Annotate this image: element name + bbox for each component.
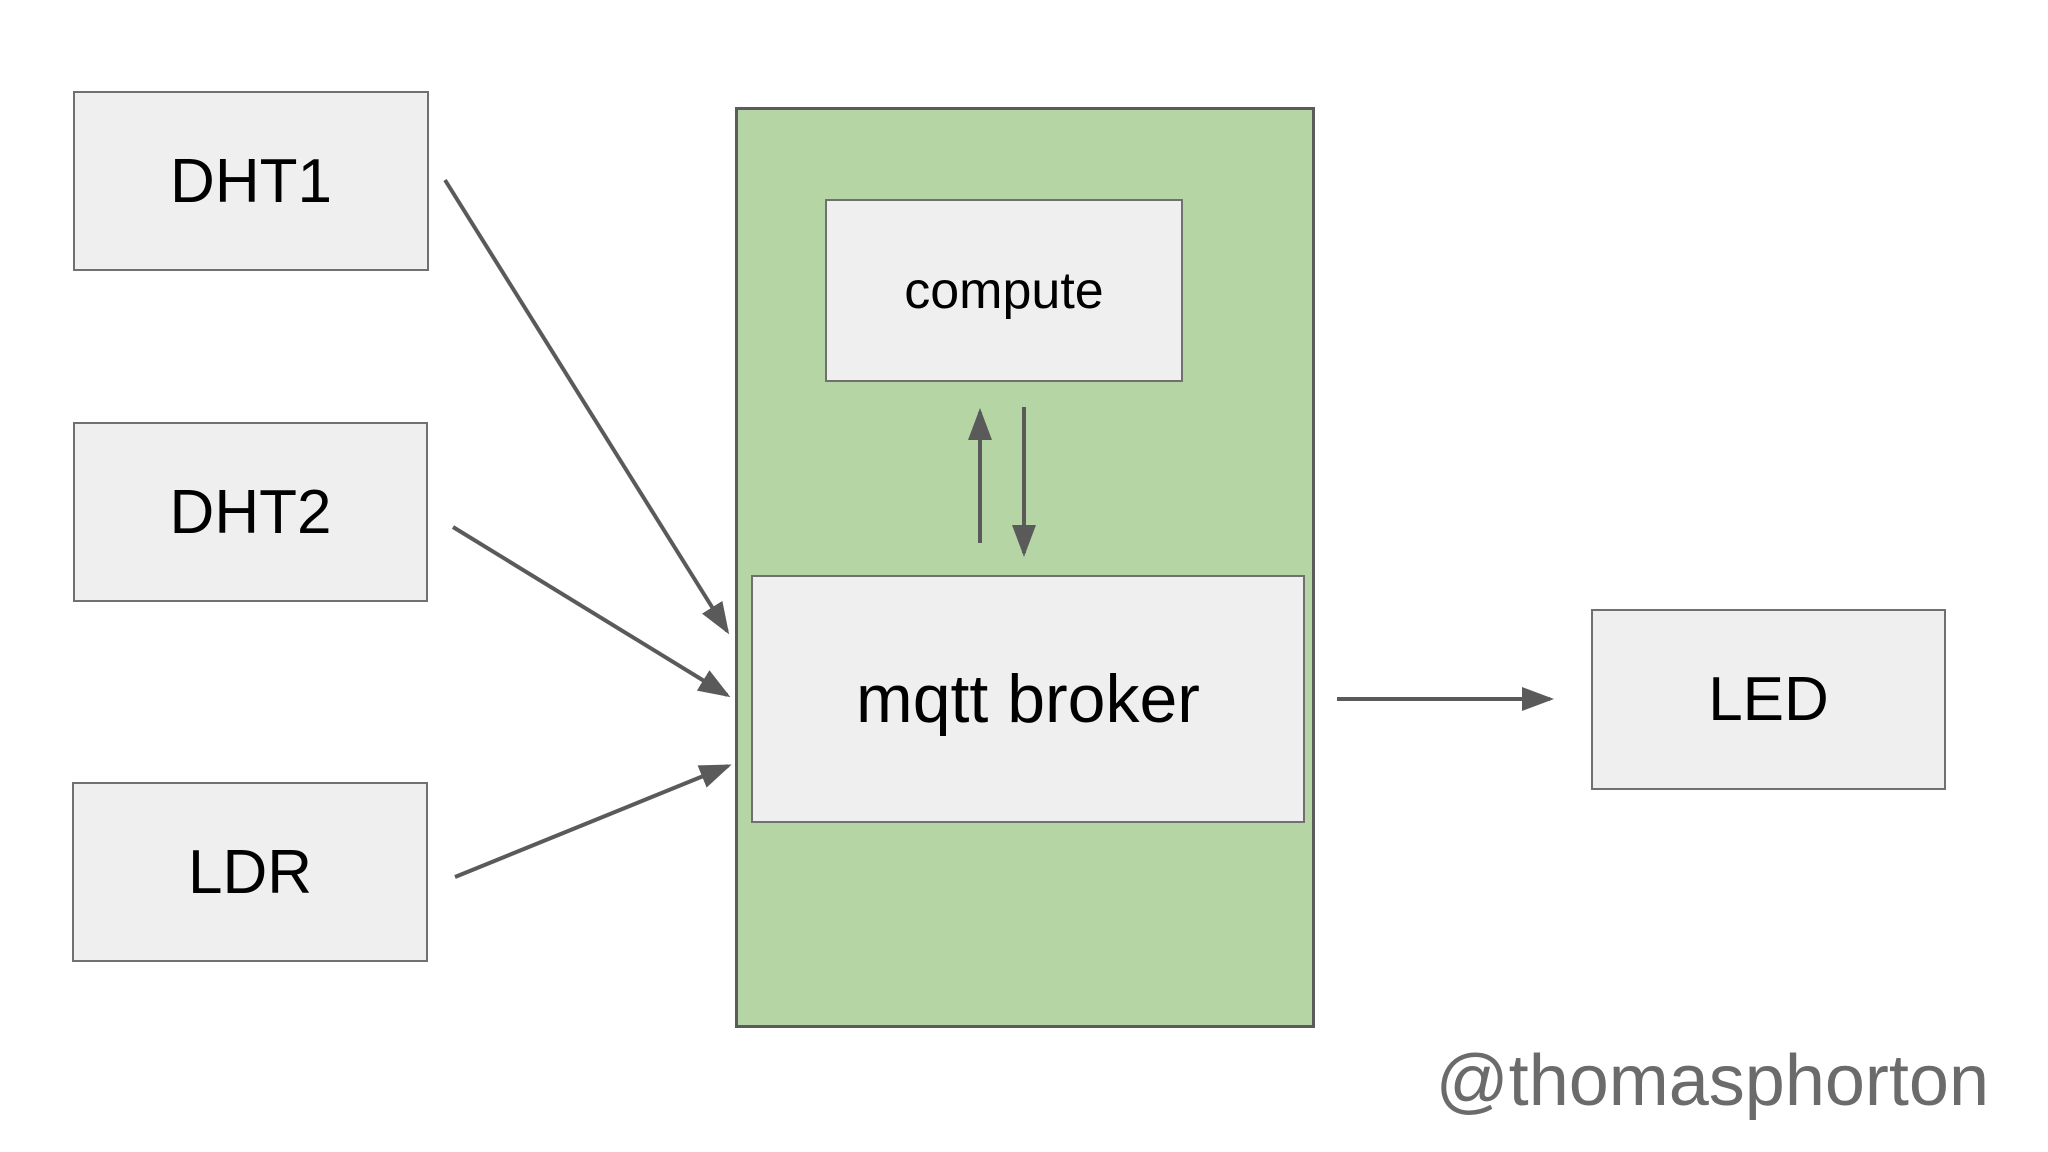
node-dht2: DHT2 (73, 422, 428, 602)
arrow-ldr-to-mqtt (454, 764, 732, 879)
node-compute: compute (825, 199, 1183, 382)
node-mqtt-broker-label: mqtt broker (856, 661, 1200, 737)
watermark-handle: @thomasphorton (1435, 1041, 1989, 1121)
node-ldr: LDR (72, 782, 428, 962)
node-dht1: DHT1 (73, 91, 429, 271)
node-led: LED (1591, 609, 1946, 790)
node-dht2-label: DHT2 (169, 477, 332, 547)
node-mqtt-broker: mqtt broker (751, 575, 1305, 823)
arrow-dht2-to-mqtt (451, 525, 731, 698)
node-compute-label: compute (904, 261, 1104, 320)
node-dht1-label: DHT1 (170, 146, 332, 216)
container-broker-host: compute mqtt broker (735, 107, 1315, 1028)
node-led-label: LED (1708, 665, 1829, 734)
arrow-dht1-to-mqtt (443, 178, 730, 635)
node-ldr-label: LDR (187, 837, 313, 907)
